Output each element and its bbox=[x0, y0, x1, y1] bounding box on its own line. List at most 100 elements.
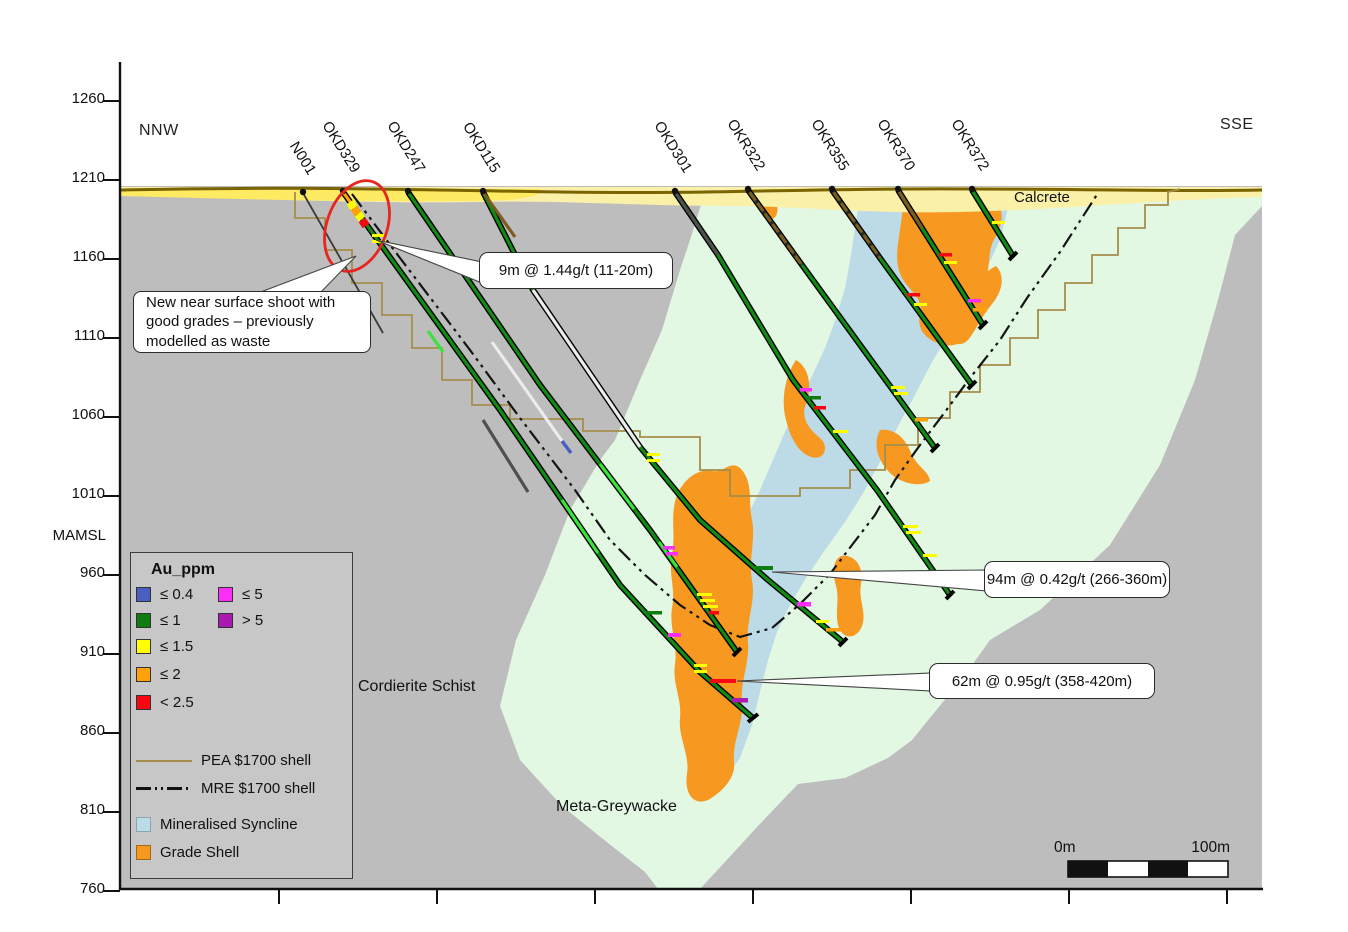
y-tick-label: 760 bbox=[79, 880, 105, 897]
axes bbox=[103, 62, 1263, 904]
eoh-marker bbox=[977, 319, 989, 331]
grade-tick bbox=[694, 670, 707, 673]
drillhole-trace-okr370 bbox=[895, 188, 989, 331]
callout-near-surface-intercept: 9m @ 1.44g/t (11-20m) bbox=[479, 252, 673, 289]
eoh-marker bbox=[731, 646, 743, 658]
calcrete-label: Calcrete bbox=[1014, 189, 1070, 206]
drillhole-traces bbox=[302, 188, 1019, 724]
y-tick-label: 960 bbox=[79, 564, 105, 581]
legend-entry-au2: ≤ 2 bbox=[136, 666, 181, 683]
drillhole-trace-okd301 bbox=[672, 190, 956, 601]
grade-tick bbox=[646, 611, 662, 615]
drillhole-trace-okr322 bbox=[745, 188, 941, 454]
grade-tick bbox=[973, 308, 987, 312]
legend-entry-grade-shell: Grade Shell bbox=[136, 844, 239, 861]
eoh-marker bbox=[746, 712, 760, 724]
drillhole-trace-okd329 bbox=[340, 190, 760, 724]
grade-tick bbox=[894, 392, 908, 395]
legend-entry-au25: < 2.5 bbox=[136, 694, 194, 711]
grade-shell-swatch-icon bbox=[136, 845, 151, 860]
grade-tick bbox=[903, 525, 918, 528]
grade-tick bbox=[923, 554, 937, 557]
collar-dot bbox=[744, 185, 752, 193]
grade-tick bbox=[826, 628, 841, 632]
grade-tick bbox=[709, 611, 719, 615]
grade-tick bbox=[663, 546, 675, 550]
collar-dot bbox=[671, 187, 679, 195]
collar-dot bbox=[299, 188, 307, 196]
legend-entry-au1: ≤ 1 bbox=[136, 612, 181, 629]
eoh-marker bbox=[944, 589, 956, 601]
grade-tick bbox=[915, 418, 928, 422]
grade-tick bbox=[992, 221, 1005, 224]
drillhole-trace-okr372 bbox=[969, 188, 1019, 262]
callout-deep-intercept-1: 94m @ 0.42g/t (266-360m) bbox=[984, 561, 1170, 598]
eoh-marker bbox=[837, 636, 849, 648]
grade-tick bbox=[939, 253, 952, 257]
mre-shell-line bbox=[351, 192, 1099, 639]
legend-swatch-au5-icon bbox=[218, 587, 233, 602]
y-tick-label: 1110 bbox=[73, 327, 105, 344]
grade-shell-blob bbox=[951, 266, 1002, 345]
grade-shell-blob bbox=[876, 429, 930, 485]
grade-tick bbox=[906, 531, 921, 534]
y-axis-ticks bbox=[103, 100, 120, 892]
legend-swatch-au004-icon bbox=[136, 587, 151, 602]
grade-tick bbox=[914, 303, 927, 306]
scalebar-right-label: 100m bbox=[1191, 839, 1230, 856]
legend-entry-mre-shell: MRE $1700 shell bbox=[136, 780, 315, 797]
drillhole-trace-okd247 bbox=[405, 190, 743, 658]
grade-tick bbox=[755, 566, 773, 570]
grade-tick bbox=[833, 430, 848, 433]
grade-tick bbox=[666, 552, 678, 556]
collar-dot bbox=[404, 187, 412, 195]
y-tick-label: 1260 bbox=[71, 90, 105, 107]
y-tick-label: 1010 bbox=[71, 485, 105, 502]
legend-swatch-au25-icon bbox=[136, 695, 151, 710]
legend-entry-au004: ≤ 0.4 bbox=[136, 586, 193, 603]
y-tick-label: 810 bbox=[79, 801, 105, 818]
cordierite-schist-label: Cordierite Schist bbox=[358, 678, 476, 695]
y-tick-label: 860 bbox=[79, 722, 105, 739]
legend-entry-au5plus: > 5 bbox=[218, 612, 263, 629]
meta-greywacke-label: Meta-Greywacke bbox=[556, 798, 677, 815]
eoh-marker bbox=[1007, 250, 1019, 262]
legend-swatch-au2-icon bbox=[136, 667, 151, 682]
legend-entry-au5: ≤ 5 bbox=[218, 586, 263, 603]
grade-tick bbox=[372, 234, 386, 237]
grade-tick bbox=[703, 605, 718, 608]
mre-shell-line-icon bbox=[136, 787, 192, 790]
pea-shell-line-icon bbox=[136, 759, 192, 762]
y-tick-label: 1210 bbox=[71, 169, 105, 186]
scale-bar bbox=[1067, 860, 1229, 878]
eoh-marker bbox=[929, 442, 941, 454]
callout-shoot-note: New near surface shoot with good grades … bbox=[133, 291, 371, 353]
grade-tick bbox=[697, 593, 712, 596]
grade-tick bbox=[944, 261, 957, 264]
callout-deep-intercept-2: 62m @ 0.95g/t (358-420m) bbox=[929, 663, 1155, 699]
grade-tick bbox=[968, 299, 981, 303]
grade-tick bbox=[807, 396, 821, 400]
eoh-marker bbox=[966, 379, 978, 391]
grade-tick bbox=[816, 620, 829, 623]
legend-swatch-au5plus-icon bbox=[218, 613, 233, 628]
grade-tick bbox=[891, 386, 905, 389]
collar-dot bbox=[479, 187, 487, 195]
callout-shoot-note-line2: good grades – previously bbox=[146, 313, 314, 331]
grade-tick bbox=[797, 602, 811, 607]
collar-dot bbox=[968, 185, 976, 193]
grade-tick bbox=[710, 679, 736, 683]
legend-entry-syncline: Mineralised Syncline bbox=[136, 816, 298, 833]
grade-tick bbox=[647, 453, 660, 456]
legend-title: Au_ppm bbox=[151, 561, 215, 578]
legend-swatch-au15-icon bbox=[136, 639, 151, 654]
grade-tick bbox=[907, 293, 920, 297]
grade-tick bbox=[668, 633, 681, 637]
scalebar-left-label: 0m bbox=[1054, 839, 1076, 856]
legend-entry-pea-shell: PEA $1700 shell bbox=[136, 752, 311, 769]
grade-tick bbox=[800, 388, 812, 392]
y-tick-label: 910 bbox=[79, 643, 105, 660]
grade-shell-blob bbox=[833, 555, 864, 637]
grade-tick bbox=[694, 664, 707, 667]
